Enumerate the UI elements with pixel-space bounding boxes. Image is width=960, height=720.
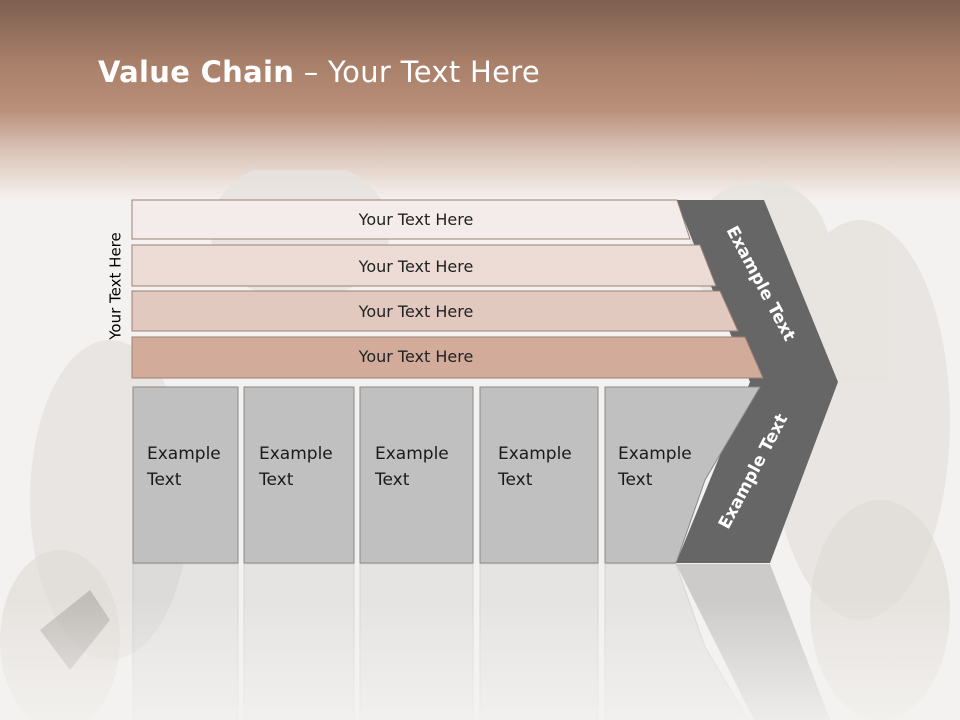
activity-box-1 <box>132 386 239 564</box>
activity-box-2-label: Example Text <box>258 444 338 490</box>
activity-box-4-label: Example Text <box>497 444 577 490</box>
activity-box-1-label: Example Text <box>146 444 226 490</box>
bar-4-label: Your Text Here <box>358 347 474 366</box>
bar-4 <box>131 336 764 379</box>
bar-1-label: Your Text Here <box>358 210 474 229</box>
activity-box-3 <box>359 386 474 564</box>
activity-box-5-label: Example Text <box>617 444 697 490</box>
bar-2 <box>131 244 717 287</box>
header-banner <box>0 0 960 200</box>
activity-box-2 <box>243 386 355 564</box>
activity-box-5 <box>604 386 761 564</box>
bar-3 <box>131 290 739 332</box>
bar-1 <box>131 199 691 240</box>
bar-3-label: Your Text Here <box>358 302 474 321</box>
activity-box-4 <box>479 386 599 564</box>
bar-2-label: Your Text Here <box>358 257 474 276</box>
page-title: Value Chain – Your Text Here <box>98 55 540 89</box>
activity-box-3-label: Example Text <box>374 444 454 490</box>
bottom-fade <box>0 600 960 720</box>
